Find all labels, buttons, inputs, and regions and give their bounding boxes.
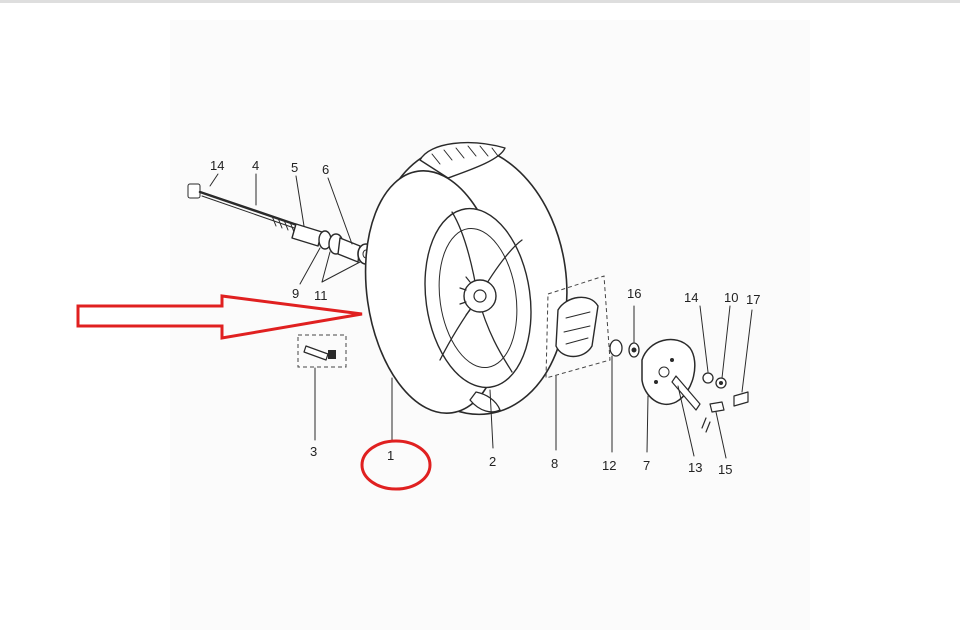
axle-shaft — [198, 190, 302, 228]
nut-10-center — [719, 381, 723, 385]
axle-shaft-edge — [201, 195, 301, 231]
label-tire: 1 — [387, 448, 394, 463]
leader-15 — [715, 411, 727, 459]
washer-14 — [702, 372, 714, 384]
brake-plate-rivet-b — [670, 358, 674, 362]
leader-17 — [741, 309, 753, 393]
cam-lever-13 — [671, 375, 701, 411]
hub-teeth — [459, 276, 471, 316]
brake-plate-rivet-a — [654, 380, 658, 384]
leader-10 — [721, 305, 731, 379]
part-labels: 14 4 5 6 9 11 3 1 2 8 12 16 7 13 14 10 1… — [210, 158, 760, 477]
red-arrow — [76, 294, 363, 340]
wheel — [364, 142, 568, 416]
leader-7 — [646, 395, 649, 453]
axle-bolt-head — [187, 183, 201, 199]
label-cam-lever: 13 — [688, 460, 702, 475]
small-parts-center — [609, 305, 640, 453]
label-bearings-pair: 11 — [314, 288, 328, 303]
brake-shoes — [555, 296, 599, 358]
hub-bore — [473, 289, 487, 303]
brake-plate-hole — [658, 366, 670, 378]
label-rim: 2 — [489, 454, 496, 469]
leader-lines-left — [209, 173, 361, 285]
leader-rim — [489, 389, 494, 449]
seal-16-center — [631, 347, 637, 353]
label-clip: 15 — [718, 462, 732, 477]
brake-springs — [563, 311, 591, 345]
label-bolt-right: 17 — [746, 292, 760, 307]
label-brake-plate: 7 — [643, 458, 650, 473]
small-parts-right — [699, 305, 753, 459]
tread-pattern — [431, 145, 499, 165]
spacer-5 — [291, 223, 323, 247]
brake-shoes-group — [545, 275, 611, 451]
label-brake-shoes: 8 — [551, 456, 558, 471]
label-spacer-small: 12 — [602, 458, 616, 473]
label-bearing: 6 — [322, 162, 329, 177]
label-washer: 9 — [292, 286, 299, 301]
spacer-tube — [337, 237, 361, 263]
label-valve: 3 — [310, 444, 317, 459]
valve-box — [297, 334, 347, 368]
spacer-12 — [609, 339, 623, 357]
valve-group — [297, 334, 347, 441]
valve-stem — [303, 345, 329, 361]
axle-threads — [271, 215, 295, 233]
label-spacer: 5 — [291, 160, 298, 175]
clip-15 — [709, 401, 725, 413]
valve-cap — [328, 350, 336, 359]
rim-spokes — [439, 211, 523, 373]
brake-shoes-box — [545, 275, 611, 379]
label-axle-bolt: 14 — [210, 158, 224, 173]
label-seal: 16 — [627, 286, 641, 301]
label-washer-right: 14 — [684, 290, 698, 305]
hub — [463, 279, 497, 313]
bolt-17 — [733, 391, 749, 407]
tire-bottom-cutaway — [469, 391, 501, 413]
tire-tread-cutaway — [419, 142, 506, 179]
label-nut: 10 — [724, 290, 738, 305]
leader-14r — [699, 305, 709, 373]
top-border — [0, 0, 960, 3]
spring-pin — [701, 417, 711, 433]
rim-inner — [438, 227, 518, 369]
red-circle — [360, 439, 432, 491]
label-axle: 4 — [252, 158, 259, 173]
brake-plate-group — [641, 338, 711, 457]
leader-13 — [677, 385, 695, 457]
